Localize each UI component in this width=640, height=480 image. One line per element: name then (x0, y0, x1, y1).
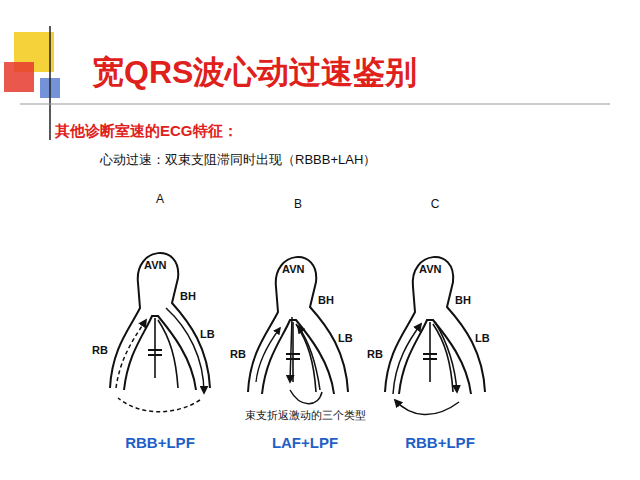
bundle-diagram (110, 253, 210, 412)
type-label: RBB+LPF (125, 434, 195, 451)
note-line: 心动过速：双束支阻滞同时出现（RBBB+LAH） (100, 153, 376, 168)
part-label: RB (367, 348, 383, 361)
panel-letter: A (156, 193, 164, 207)
part-label: BH (318, 294, 334, 307)
figure-caption: 束支折返激动的三个类型 (245, 409, 366, 422)
part-label: LB (338, 332, 353, 345)
slide-title: 宽QRS波心动过速鉴别 (92, 54, 417, 91)
part-label: RB (92, 344, 108, 357)
bundle-diagram (248, 257, 348, 404)
part-label: AVN (419, 263, 441, 276)
part-label: BH (455, 294, 471, 307)
part-label: BH (180, 290, 196, 303)
deco-line (20, 104, 610, 105)
part-label: LB (475, 332, 490, 345)
part-label: RB (230, 348, 246, 361)
deco-square (4, 62, 34, 92)
panel-letter: B (294, 198, 302, 212)
part-label: LB (200, 328, 215, 341)
type-label: LAF+LPF (272, 434, 338, 451)
deco-line (49, 26, 51, 140)
part-label: AVN (282, 263, 304, 276)
part-label: AVN (144, 259, 166, 272)
type-label: RBB+LPF (405, 434, 475, 451)
subtitle: 其他诊断室速的ECG特征： (55, 122, 238, 139)
bundle-diagram (385, 257, 485, 415)
panel-letter: C (431, 198, 440, 212)
